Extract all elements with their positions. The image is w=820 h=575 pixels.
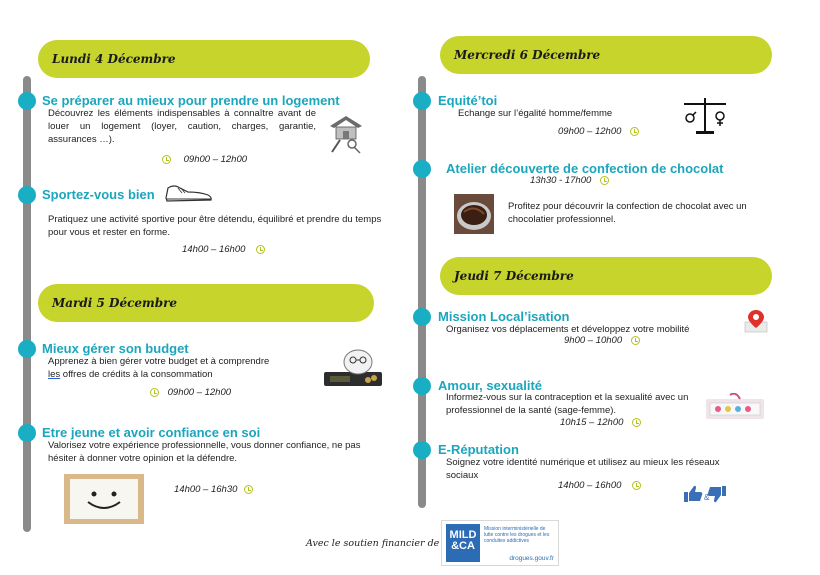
event-title-chocolat: Atelier découverte de confection de choc…	[446, 161, 724, 176]
right-column: Mercredi 6 Décembre Equité’toi Echange s…	[410, 0, 820, 575]
event-desc-logement: Découvrez les éléments indispensables à …	[48, 108, 316, 145]
time-text: 14h00 – 16h00	[182, 244, 246, 255]
day-banner-thursday: Jeudi 7 Décembre	[440, 257, 772, 295]
event-time-budget: 09h00 – 12h00	[150, 387, 231, 398]
house-keys-icon	[326, 112, 366, 154]
mildeca-logo: MILD &CA Mission interministérielle de l…	[441, 520, 559, 566]
timeline-dot	[18, 424, 36, 442]
clock-icon	[632, 480, 642, 490]
event-time-mission: 9h00 – 10h00	[564, 335, 640, 346]
clock-icon	[256, 244, 266, 254]
event-title-budget: Mieux gérer son budget	[42, 341, 189, 356]
time-text: 09h00 – 12h00	[183, 154, 248, 165]
timeline-dot	[413, 160, 431, 178]
event-title-amour: Amour, sexualité	[438, 378, 543, 393]
scale-gender-icon	[680, 96, 730, 136]
day-banner-tuesday: Mardi 5 Décembre	[38, 284, 374, 322]
day-banner-monday: Lundi 4 Décembre	[38, 40, 370, 78]
day-banner-wednesday: Mercredi 6 Décembre	[440, 36, 772, 74]
logo-top-text: MILD	[449, 529, 477, 541]
timeline-dot	[18, 340, 36, 358]
time-text: 09h00 – 12h00	[558, 126, 622, 137]
event-desc-amour: Informez-vous sur la contraception et la…	[446, 392, 689, 416]
event-time-logement: 09h00 – 12h00	[162, 154, 247, 165]
event-title-logement: Se préparer au mieux pour prendre un log…	[42, 93, 340, 108]
timeline-dot	[413, 441, 431, 459]
event-desc-budget: Apprenez à bien gérer votre budget et à …	[48, 355, 308, 381]
day-label: Mardi 5 Décembre	[52, 296, 178, 310]
timeline-left	[23, 76, 31, 532]
time-text: 9h00 – 10h00	[564, 335, 623, 346]
event-title-sport: Sportez-vous bien	[42, 187, 155, 202]
time-text: 14h00 – 16h00	[558, 480, 622, 491]
event-title-confiance: Etre jeune et avoir confiance en soi	[42, 425, 261, 440]
event-time-equite: 09h00 – 12h00	[558, 126, 640, 137]
time-text: 10h15 – 12h00	[560, 417, 624, 428]
time-text: 13h30 - 17h00	[530, 175, 592, 186]
piggy-bank-icon	[322, 342, 384, 388]
desc-line: offres de crédits à la consommation	[60, 369, 213, 380]
event-time-confiance: 14h00 – 16h30	[174, 484, 254, 495]
event-time-sport: 14h00 – 16h00	[182, 244, 266, 255]
timeline-right	[418, 76, 426, 508]
clock-icon	[244, 484, 254, 494]
logo-bottom-text: &CA	[451, 540, 475, 552]
event-title-mission: Mission Local’isation	[438, 309, 570, 324]
clock-icon	[150, 387, 159, 397]
svg-text:&: &	[704, 493, 710, 502]
chocolate-bowl-photo	[454, 194, 494, 234]
day-label: Jeudi 7 Décembre	[454, 269, 574, 283]
left-column: Lundi 4 Décembre Se préparer au mieux po…	[0, 0, 400, 575]
logo-url: drogues.gouv.fr	[509, 555, 554, 562]
event-time-chocolat: 13h30 - 17h00	[530, 175, 609, 186]
timeline-dot	[18, 186, 36, 204]
clock-icon	[599, 175, 609, 185]
clock-icon	[630, 126, 640, 136]
smiley-note-icon	[64, 474, 144, 524]
timeline-dot	[413, 92, 431, 110]
clock-icon	[162, 154, 171, 164]
support-text: Avec le soutien financier de	[306, 538, 440, 549]
day-label: Mercredi 6 Décembre	[454, 48, 601, 62]
timeline-dot	[413, 308, 431, 326]
logo-mark: MILD &CA	[446, 524, 480, 562]
time-text: 14h00 – 16h30	[174, 484, 238, 495]
clock-icon	[630, 335, 640, 345]
desc-underlined-word: les	[48, 369, 61, 380]
contraception-photo	[706, 392, 764, 421]
timeline-dot	[18, 92, 36, 110]
event-time-ereputation: 14h00 – 16h00	[558, 480, 642, 491]
event-desc-confiance: Valorisez votre expérience professionnel…	[48, 440, 361, 464]
logo-caption: Mission interministérielle de lutte cont…	[484, 526, 550, 544]
event-desc-sport: Pratiquez une activité sportive pour êtr…	[48, 214, 382, 238]
time-text: 09h00 – 12h00	[167, 387, 232, 398]
desc-line: Apprenez à bien gérer votre budget et à …	[48, 356, 270, 367]
event-desc-mission: Organisez vos déplacements et développez…	[446, 324, 690, 335]
map-pin-icon	[744, 308, 768, 334]
timeline-dot	[413, 377, 431, 395]
clock-icon	[632, 417, 642, 427]
event-time-amour: 10h15 – 12h00	[560, 417, 642, 428]
event-desc-ereputation: Soignez votre identité numérique et util…	[446, 457, 720, 481]
day-label: Lundi 4 Décembre	[52, 52, 176, 66]
event-desc-chocolat: Profitez pour découvrir la confection de…	[508, 201, 747, 225]
thumbs-up-down-icon: &	[682, 484, 728, 504]
event-title-equite: Equité’toi	[438, 93, 498, 108]
event-desc-equite: Echange sur l’égalité homme/femme	[458, 108, 613, 119]
sneaker-icon	[164, 180, 214, 204]
event-title-ereputation: E-Réputation	[438, 442, 519, 457]
